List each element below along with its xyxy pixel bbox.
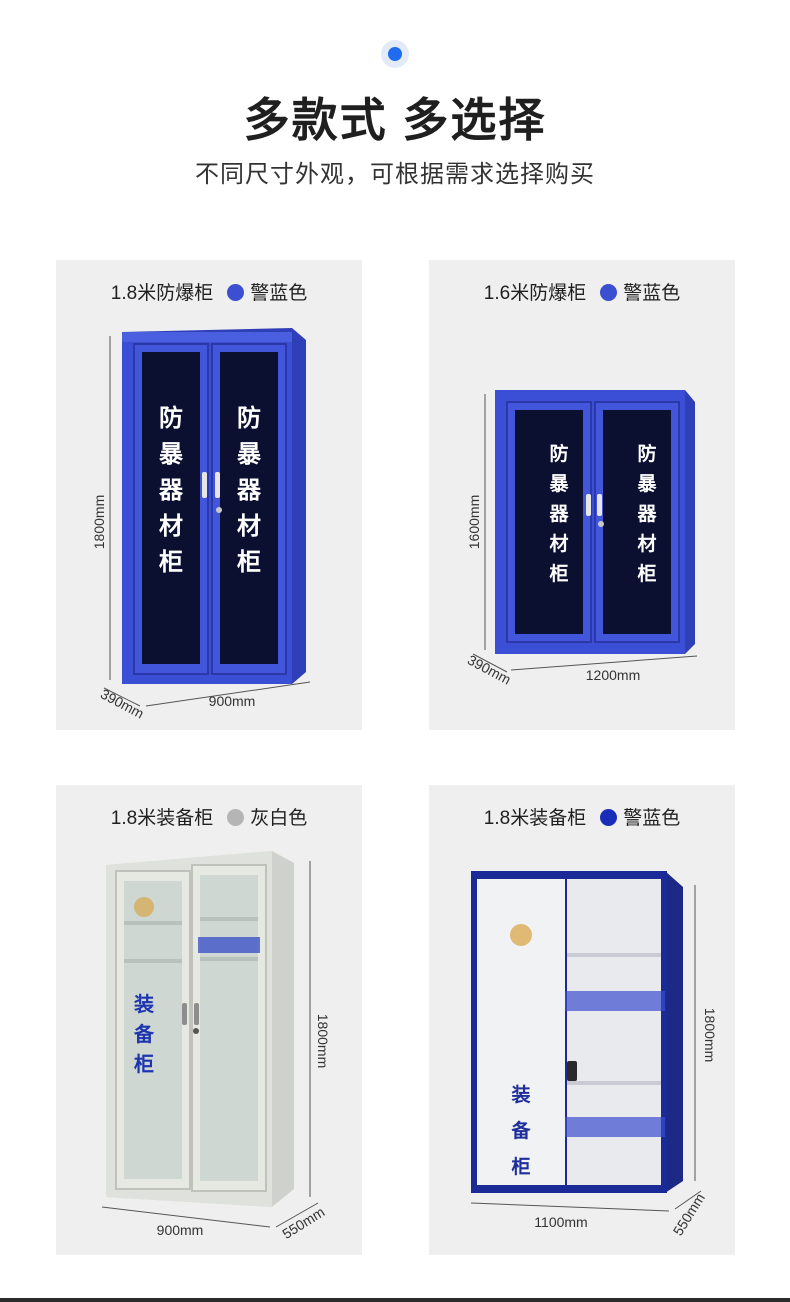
shelf: [124, 959, 182, 963]
door-handle: [202, 472, 207, 498]
depth-dimension-label: 390mm: [465, 652, 514, 688]
glass-panel-left: [515, 410, 583, 634]
cabinet-illustration-2: 防 暴 器 材 柜 防 暴 器 材 柜 1600mm 390mm 1200mm: [465, 390, 698, 688]
door-handle: [586, 494, 591, 516]
blurred-banner: [198, 937, 260, 953]
blurred-banner: [565, 1117, 665, 1137]
height-dimension-label: 1600mm: [466, 495, 482, 549]
door-text-char: 备: [133, 1022, 155, 1046]
product-color-name: 灰白色: [250, 808, 308, 829]
color-swatch: [227, 809, 245, 826]
cabinet-illustration-3: 装 备 柜 1800mm 900mm 550mm: [101, 851, 331, 1242]
width-dimension-label: 900mm: [157, 1222, 204, 1238]
cabinet-illustration-4: 装 备 柜 1800mm 1100mm 550mm: [470, 871, 718, 1238]
door-text-char: 防: [549, 442, 568, 465]
section-marker-dot-center: [388, 47, 402, 61]
door-text-char: 柜: [637, 563, 656, 585]
door-handle: [215, 472, 220, 498]
shelf: [200, 957, 258, 961]
width-dimension-label: 1100mm: [534, 1214, 587, 1230]
product-card-2: 1.6米防爆柜 警蓝色 防 暴 器 材 柜 防 暴 器 材 柜 1600mm 39…: [429, 260, 735, 730]
glass-panel-right: [603, 410, 671, 634]
door-text-char: 暴: [549, 473, 569, 495]
door-text-char: 器: [236, 476, 262, 504]
product-color-name: 警蓝色: [623, 283, 681, 304]
lock-icon: [216, 507, 222, 513]
cabinet-illustration-1: 防 暴 器 材 柜 防 暴 器 材 柜 1800mm 390mm 900mm: [91, 328, 311, 722]
door-handle: [597, 494, 602, 516]
product-name: 1.8米防爆柜: [110, 283, 214, 304]
emblem-icon: [510, 924, 532, 946]
door-text-char: 柜: [511, 1156, 530, 1178]
door-handle: [194, 1003, 199, 1025]
door-text-char: 柜: [159, 548, 183, 576]
door-text-char: 暴: [237, 440, 262, 468]
door-text-char: 柜: [237, 548, 261, 576]
color-swatch: [227, 284, 245, 301]
door-text-char: 备: [510, 1119, 531, 1142]
lock-icon: [567, 1061, 577, 1081]
door-text-char: 器: [548, 503, 569, 525]
height-dimension-label: 1800mm: [91, 495, 107, 549]
product-name: 1.8米装备柜: [110, 808, 214, 829]
depth-dimension-label: 550mm: [670, 1190, 708, 1238]
door-handle: [182, 1003, 187, 1025]
product-color-name: 警蓝色: [250, 283, 308, 304]
glass-panel-left: [142, 352, 200, 664]
door-text-char: 材: [159, 512, 183, 540]
shelf: [124, 921, 182, 925]
door-text-char: 材: [637, 532, 656, 555]
product-name: 1.8米装备柜: [483, 808, 587, 829]
door-text-char: 器: [158, 476, 184, 504]
color-swatch: [600, 809, 618, 826]
product-card-4: 1.8米装备柜 警蓝色 装 备 柜 1800mm 1100mm 550mm: [429, 785, 735, 1255]
door-text-char: 防: [237, 404, 261, 432]
product-caption: 1.8米装备柜 灰白色: [56, 803, 362, 830]
door-text-char: 暴: [637, 473, 657, 495]
lock-icon: [193, 1028, 199, 1034]
cabinet-right-door: [567, 879, 661, 1185]
width-dimension-label: 1200mm: [586, 667, 640, 683]
door-text-char: 柜: [134, 1052, 154, 1076]
product-caption: 1.8米防爆柜 警蓝色: [56, 278, 362, 305]
door-text-char: 暴: [159, 440, 184, 468]
door-text-char: 柜: [549, 563, 568, 585]
product-color-name: 警蓝色: [623, 808, 681, 829]
color-swatch: [600, 284, 618, 301]
bottom-divider: [0, 1298, 790, 1302]
width-dimension-label: 900mm: [209, 693, 256, 709]
door-text-char: 材: [549, 532, 568, 555]
page-subtitle: 不同尺寸外观，可根据需求选择购买: [195, 161, 595, 188]
shelf: [200, 917, 258, 921]
product-card-3: 1.8米装备柜 灰白色 装 备 柜 1800mm 900mm 550mm: [56, 785, 362, 1255]
blurred-banner: [565, 991, 665, 1011]
glass-panel-right: [200, 875, 258, 1181]
product-name: 1.6米防爆柜: [483, 283, 587, 304]
glass-panel-left: [124, 881, 182, 1179]
door-text-char: 材: [237, 512, 261, 540]
height-dimension-label: 1800mm: [702, 1008, 718, 1062]
page-title: 多款式 多选择: [243, 94, 547, 146]
depth-dimension-label: 550mm: [279, 1204, 327, 1242]
emblem-icon: [134, 897, 154, 917]
product-card-1: 1.8米防爆柜 警蓝色 防 暴 器 材 柜 防 暴 器 材 柜: [56, 260, 362, 730]
height-dimension-label: 1800mm: [315, 1014, 331, 1068]
door-text-char: 装: [133, 992, 154, 1016]
door-text-char: 防: [637, 442, 656, 465]
lock-icon: [598, 521, 604, 527]
glass-panel-right: [220, 352, 278, 664]
product-caption: 1.6米防爆柜 警蓝色: [429, 278, 735, 305]
door-text-char: 防: [159, 404, 183, 432]
door-text-char: 器: [636, 503, 657, 525]
depth-dimension-label: 390mm: [98, 686, 147, 722]
door-text-char: 装: [510, 1083, 530, 1106]
product-caption: 1.8米装备柜 警蓝色: [429, 803, 735, 830]
